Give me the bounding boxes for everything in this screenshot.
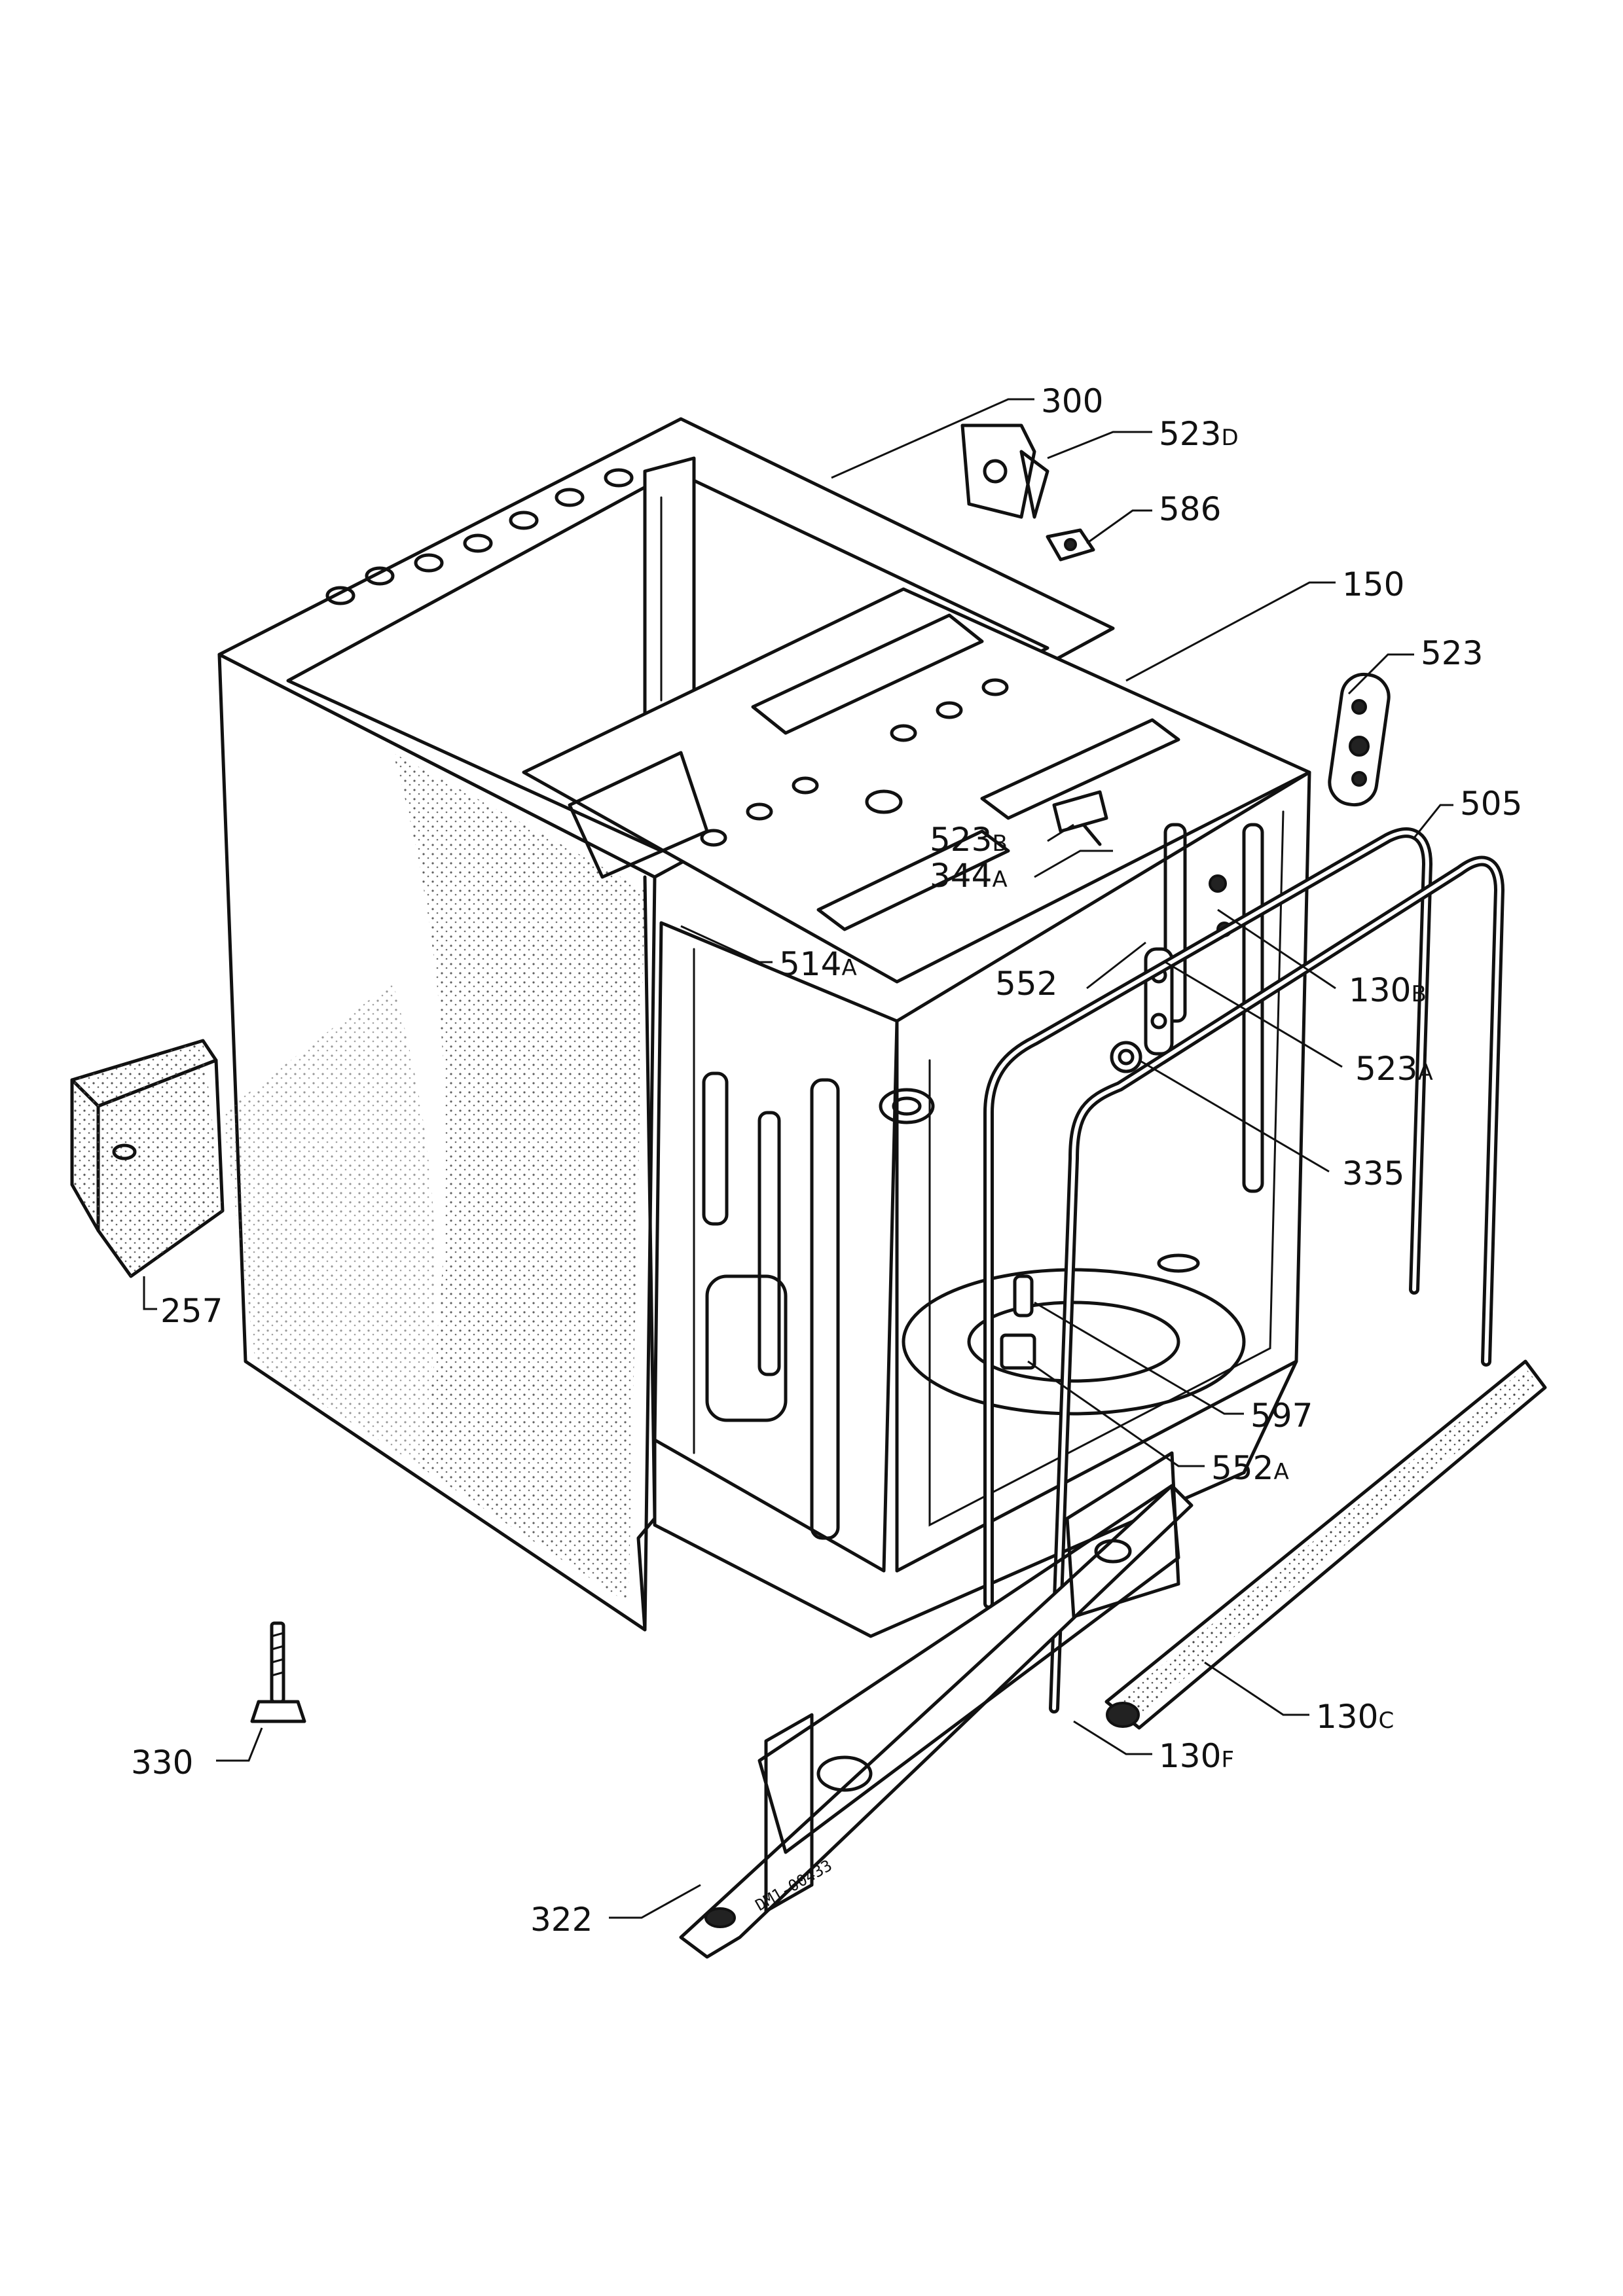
clip-597: [1013, 1274, 1034, 1318]
label-523d: 523D: [1159, 415, 1239, 453]
latch-523b: [1052, 790, 1108, 846]
tub-top-holes: [700, 678, 1009, 847]
label-335: 335: [1342, 1155, 1404, 1193]
bottom-seal-130c: [1104, 1359, 1547, 1730]
label-523a: 523A: [1355, 1050, 1433, 1088]
label-586: 586: [1159, 490, 1221, 528]
label-523: 523: [1421, 634, 1483, 672]
label-130b: 130B: [1349, 971, 1427, 1009]
bracket-523d: [960, 423, 1049, 519]
label-257: 257: [160, 1292, 223, 1330]
control-box-257: [70, 1039, 225, 1278]
label-523b: 523B: [930, 821, 1008, 859]
door-gasket-505: [983, 827, 1432, 1609]
door-gasket-130f: [1049, 855, 1504, 1713]
label-597: 597: [1250, 1397, 1313, 1435]
plinth-rail-322: [679, 1451, 1194, 1959]
levelling-foot-330: [250, 1621, 306, 1723]
cabinet-frame: [217, 417, 1115, 1632]
label-300: 300: [1041, 382, 1103, 420]
label-130f: 130F: [1159, 1737, 1234, 1775]
label-552: 552: [995, 965, 1057, 1003]
label-505: 505: [1460, 785, 1522, 823]
top-rail-holes: [325, 468, 634, 605]
label-322: 322: [530, 1901, 593, 1939]
label-344a: 344A: [930, 857, 1008, 895]
leader-lines: [143, 398, 1453, 1919]
hinge-plate-523: [1328, 672, 1391, 807]
label-130c: 130C: [1316, 1698, 1394, 1736]
label-514a: 514A: [779, 945, 857, 983]
inner-tub: [522, 587, 1311, 1638]
part-labels: 300 523D 586 150 523 505 523B 344A 514A …: [131, 382, 1522, 1939]
clip-586: [1046, 528, 1095, 562]
label-150: 150: [1342, 565, 1404, 603]
nut-335: [1110, 1041, 1142, 1073]
bracket-552a: [1000, 1333, 1036, 1370]
label-552a: 552A: [1211, 1449, 1289, 1487]
label-330: 330: [131, 1744, 193, 1782]
